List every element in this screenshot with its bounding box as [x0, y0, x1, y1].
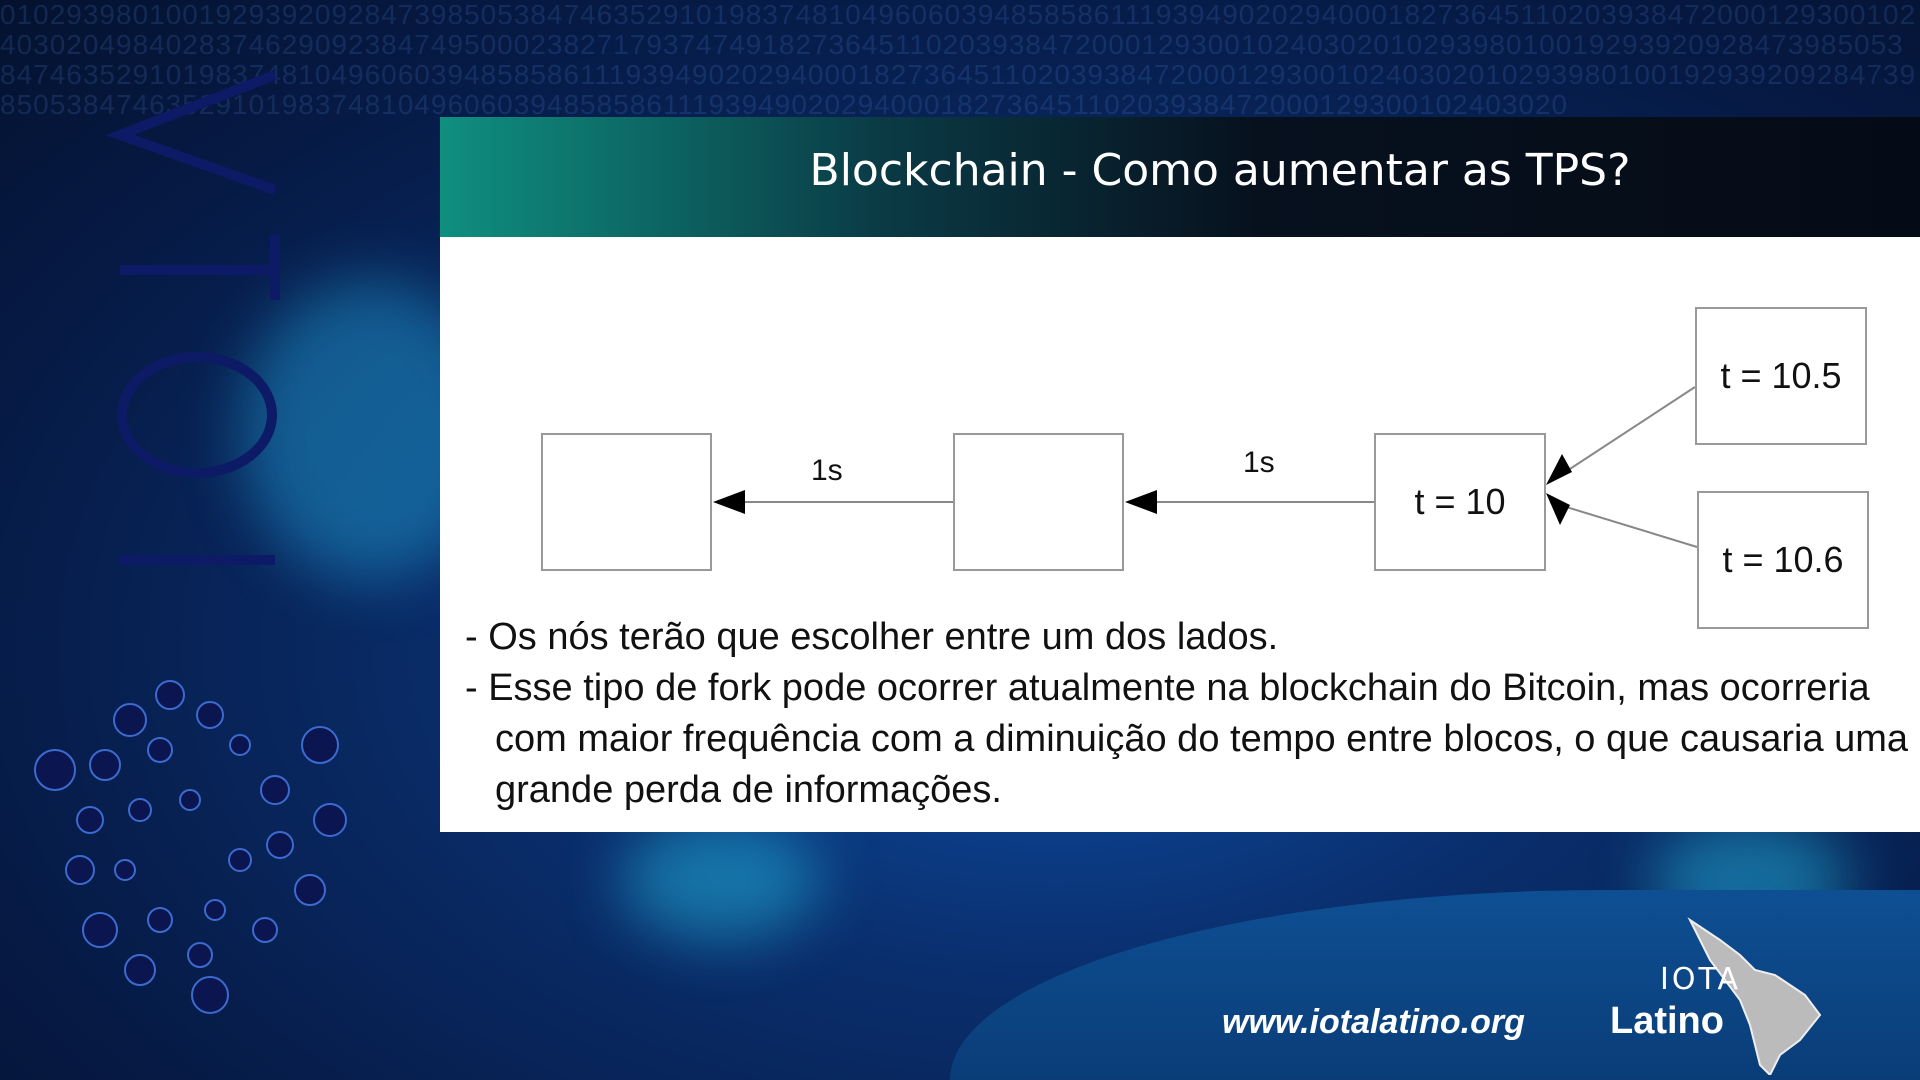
- diagram-arrows: [713, 386, 1698, 548]
- bullet-item: - Os nós terão que escolher entre um dos…: [465, 616, 1279, 658]
- network-glow: [620, 820, 820, 940]
- block-2: [953, 433, 1124, 571]
- block-t10-6: t = 10.6: [1697, 491, 1869, 629]
- arrowhead-icon: [1546, 454, 1572, 485]
- bullet-list: - Os nós terão que escolher entre um dos…: [465, 612, 1915, 816]
- edge-label: 1s: [1243, 446, 1275, 479]
- slide: Blockchain - Como aumentar as TPS? t = 1…: [440, 117, 1920, 832]
- iota-small-wordmark: IOTA: [1660, 962, 1741, 997]
- website-link[interactable]: www.iotalatino.org: [1222, 1003, 1525, 1041]
- latin-america-map-icon: [1687, 917, 1822, 1075]
- iota-vertical-logo-icon: [105, 70, 280, 565]
- arrowhead-icon: [1125, 490, 1157, 514]
- slide-title: Blockchain - Como aumentar as TPS?: [809, 145, 1631, 196]
- bullet-item: - Esse tipo de fork pode ocorrer atualme…: [465, 667, 1909, 811]
- block-t10-5: t = 10.5: [1695, 307, 1867, 445]
- slide-header: Blockchain - Como aumentar as TPS?: [440, 117, 1920, 237]
- latino-wordmark: Latino: [1610, 1000, 1724, 1042]
- block-1: [541, 433, 712, 571]
- arrowhead-icon: [713, 490, 745, 514]
- block-t10: t = 10: [1374, 433, 1546, 571]
- edge-label: 1s: [811, 454, 843, 487]
- iota-dots-logo-icon: [34, 680, 347, 1014]
- arrowhead-icon: [1546, 493, 1570, 525]
